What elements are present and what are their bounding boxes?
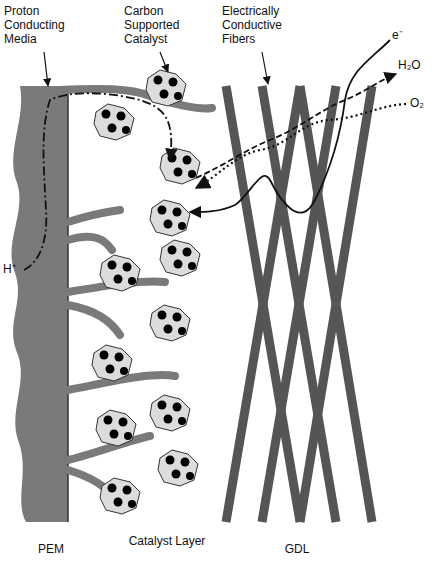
electron-path (190, 40, 390, 213)
proton-conducting-band (60, 89, 212, 502)
region-label: GDL (272, 542, 322, 556)
species-label: H⁺ (3, 262, 25, 276)
region-label: Catalyst Layer (122, 534, 212, 548)
part-label: Proton Conducting Media (4, 4, 84, 46)
part-label: Electrically Conductive Fibers (222, 4, 312, 46)
leader-line (44, 52, 48, 86)
pem-membrane (11, 86, 68, 522)
species-label: H₂O (398, 58, 436, 72)
proton-path (24, 93, 171, 270)
region-label: PEM (26, 542, 76, 556)
leader-line (160, 52, 168, 72)
part-label: Carbon Supported Catalyst (124, 4, 204, 46)
water-path (196, 74, 396, 178)
species-label: e⁻ (392, 28, 422, 42)
oxygen-path (196, 104, 406, 188)
leader-line (262, 52, 268, 84)
species-label: O₂ (410, 96, 436, 110)
carbon-catalyst-particles (92, 70, 200, 514)
